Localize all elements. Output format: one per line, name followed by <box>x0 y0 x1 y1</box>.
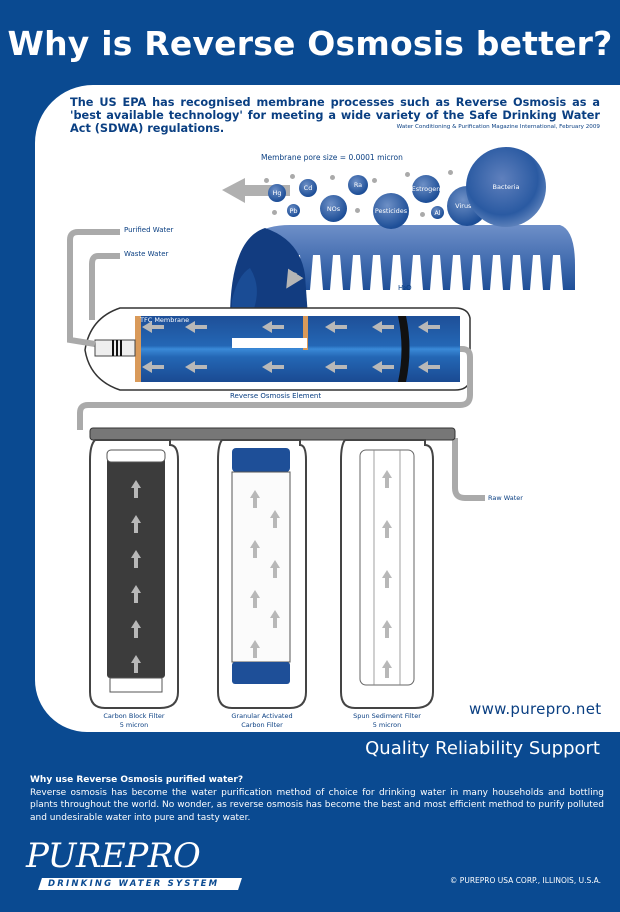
water-molecule <box>330 175 335 180</box>
tagline: Quality Reliability Support <box>365 738 600 759</box>
water-molecule <box>290 174 295 179</box>
why-body: Reverse osmosis has become the water pur… <box>30 788 604 823</box>
filter-manifold <box>89 427 456 441</box>
quote-source: Water Conditioning & Purification Magazi… <box>396 124 600 130</box>
flow-arrow-icon <box>222 178 290 203</box>
water-molecule <box>448 170 453 175</box>
purified-water-label: Purified Water <box>124 226 174 234</box>
epa-quote: The US EPA has recognised membrane proce… <box>70 96 600 135</box>
water-label: H₂O <box>398 284 412 292</box>
membrane-roll <box>240 225 575 290</box>
contaminant-hg: Hg <box>268 184 286 202</box>
water-molecule <box>405 172 410 177</box>
waste-water-label: Waste Water <box>124 250 169 258</box>
water-molecule <box>420 212 425 217</box>
copyright: © PUREPRO USA CORP., ILLINOIS, U.S.A. <box>449 876 601 885</box>
contaminant-al: Al <box>431 206 444 219</box>
website-link[interactable]: www.purepro.net <box>469 700 602 718</box>
water-molecule <box>272 210 277 215</box>
flow-arrows <box>142 321 440 373</box>
pipes <box>67 229 485 501</box>
tfc-membrane-label: TFC Membrane <box>140 316 190 324</box>
filter-flow-arrows <box>131 470 392 678</box>
contaminant-bacteria: Bacteria <box>466 147 546 227</box>
why-heading: Why use Reverse Osmosis purified water? <box>30 775 244 785</box>
contaminant-cd: Cd <box>299 179 317 197</box>
page-title: Why is Reverse Osmosis better? <box>7 24 613 63</box>
logo-tagline: DRINKING WATER SYSTEM <box>48 879 220 889</box>
water-molecule <box>372 178 377 183</box>
contaminant-nos: NOs <box>320 195 347 222</box>
contaminant-pb: Pb <box>287 204 300 217</box>
pore-size-label: Membrane pore size = 0.0001 micron <box>261 153 403 162</box>
contaminant-estrogen: Estrogen <box>412 175 440 203</box>
contaminant-ra: Ra <box>348 175 368 195</box>
logo-word: PUREPRO <box>26 836 201 876</box>
filter-housing-carbon-block <box>89 439 179 709</box>
membrane-teeth <box>290 255 563 290</box>
ro-element-tube <box>135 316 460 382</box>
ro-element-label: Reverse Osmosis Element <box>230 392 322 400</box>
filter-housing-granular-carbon <box>217 439 307 709</box>
raw-water-label: Raw Water <box>488 494 523 502</box>
contaminant-pesticides: Pesticides <box>373 193 409 229</box>
water-molecule <box>264 178 269 183</box>
water-molecule <box>355 208 360 213</box>
purepro-logo: PUREPRO DRINKING WATER SYSTEM <box>18 836 242 892</box>
